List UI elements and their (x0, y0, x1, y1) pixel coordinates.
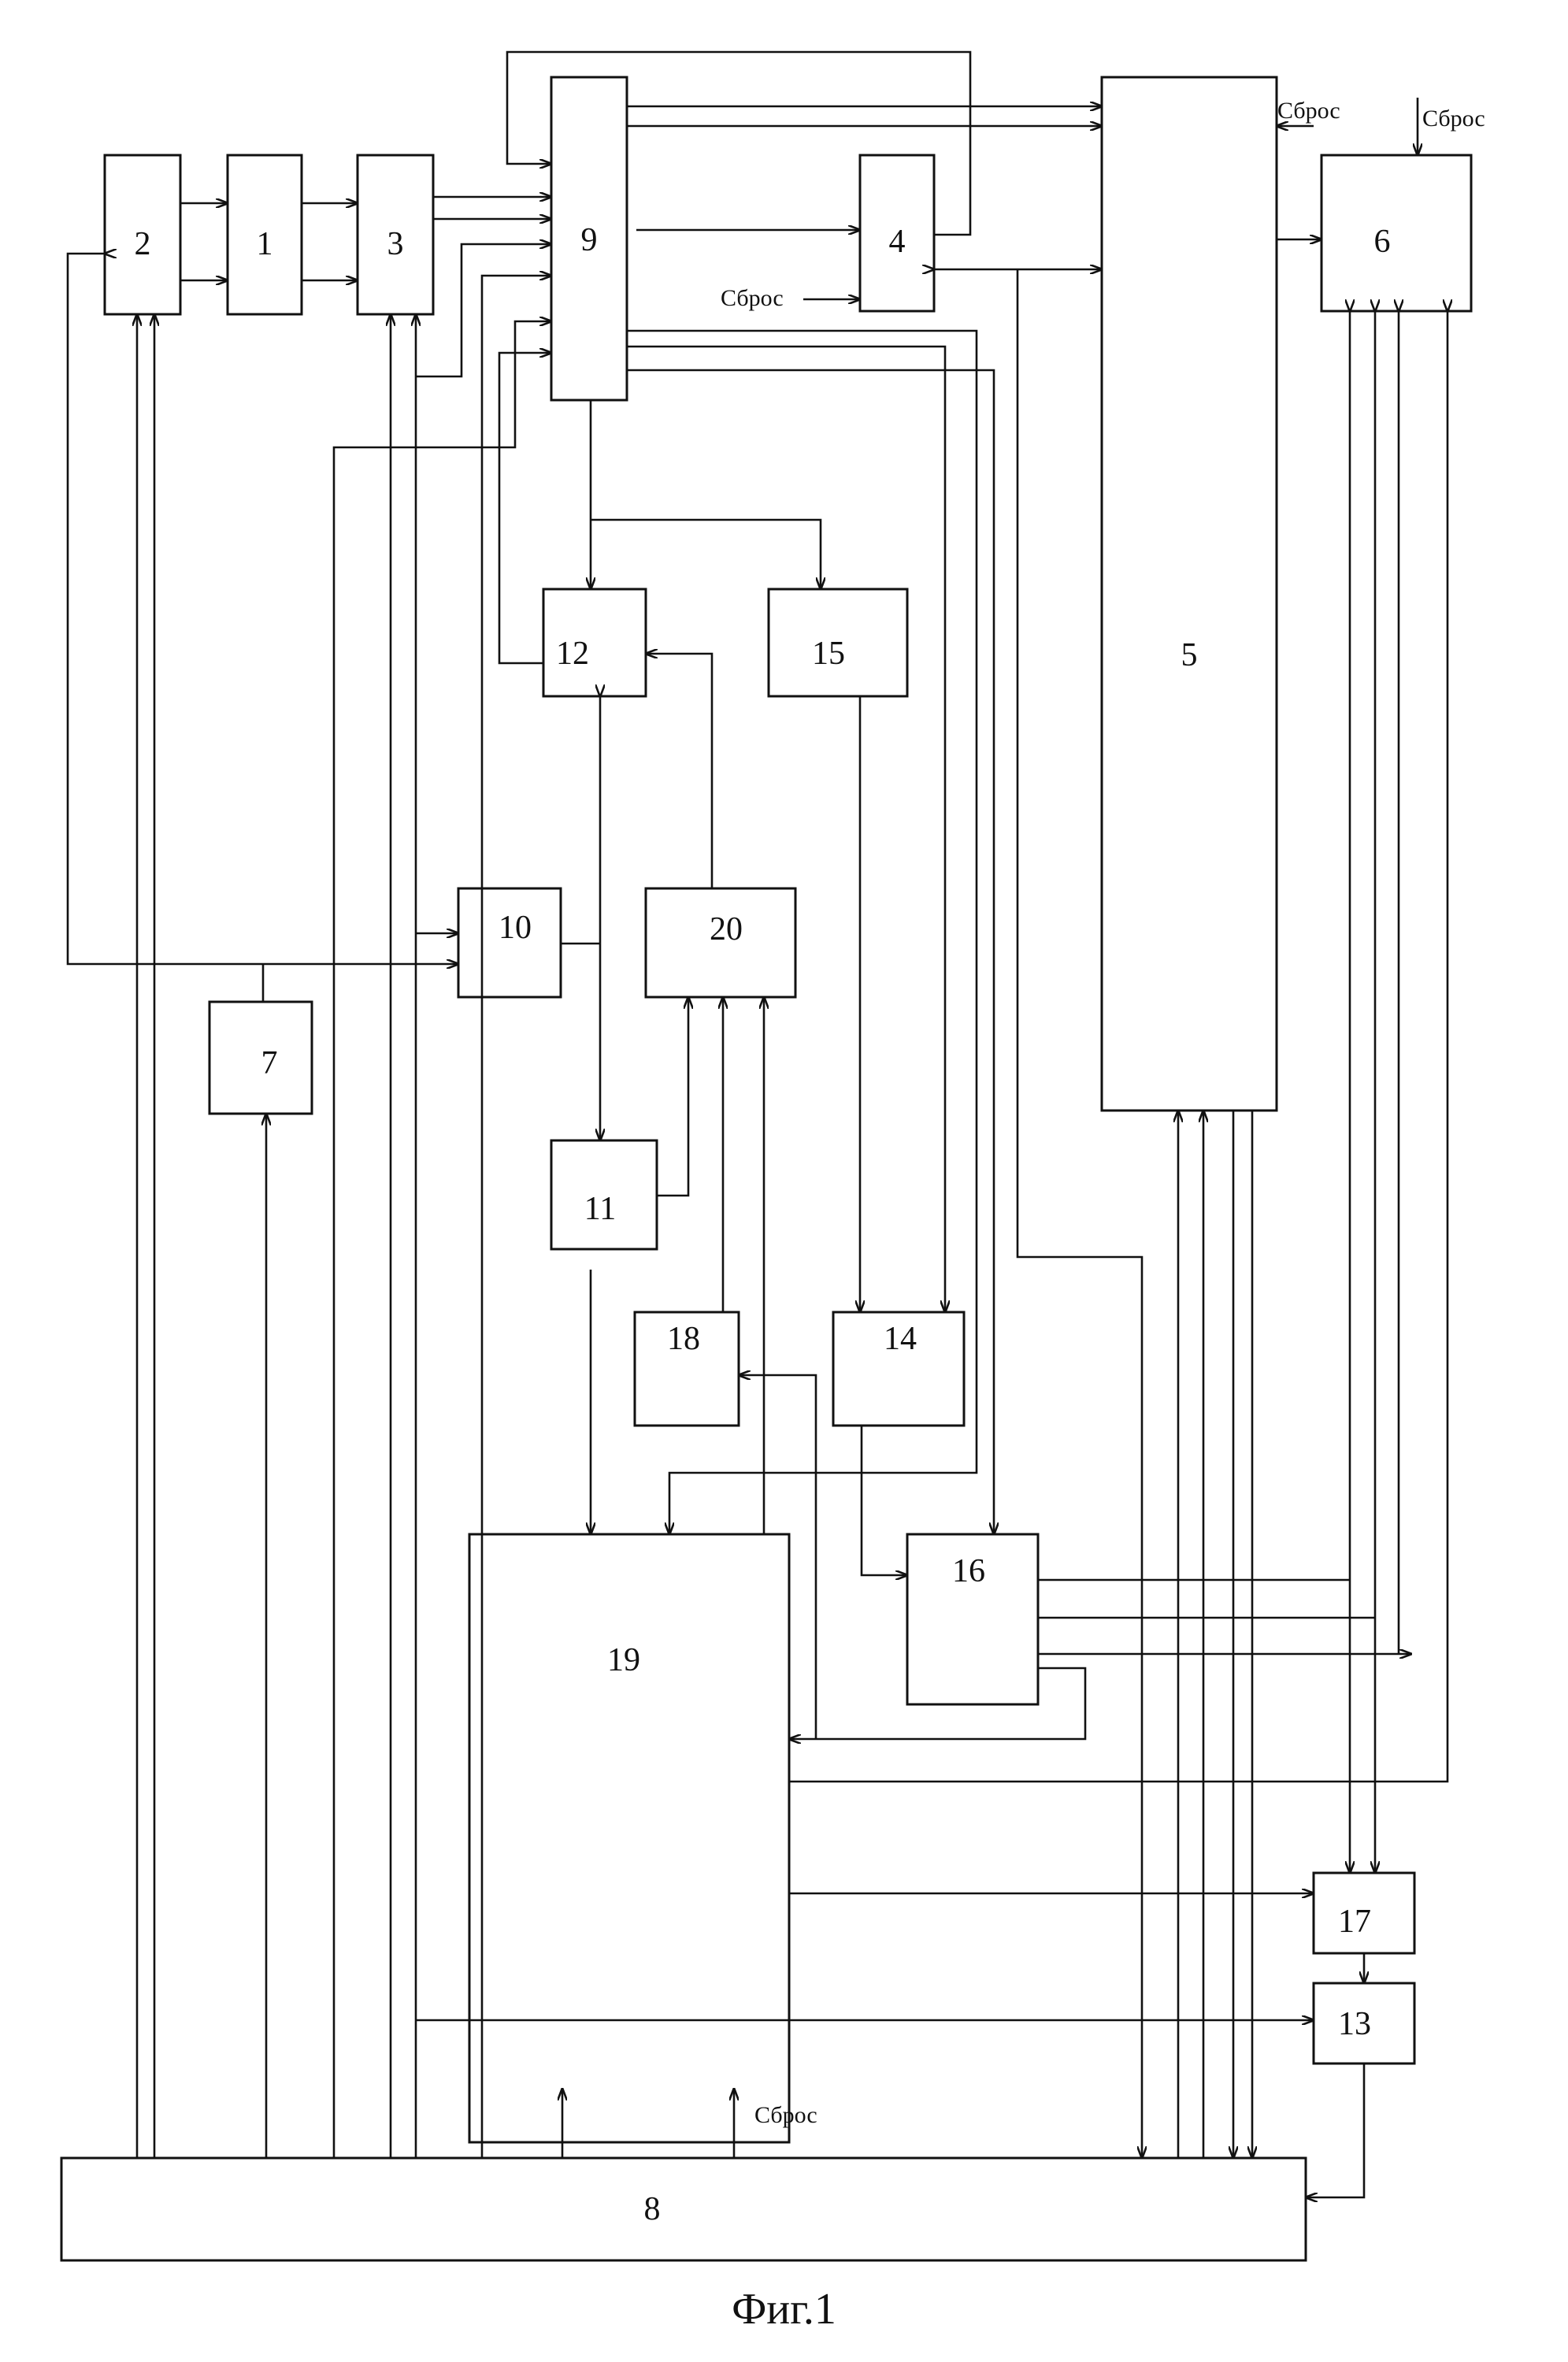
block-7-label: 7 (261, 1045, 278, 1081)
block-19-label: 19 (607, 1642, 640, 1678)
block-10-label: 10 (499, 910, 532, 946)
block-2: 2 (105, 155, 180, 314)
block-13-label: 13 (1338, 2006, 1371, 2042)
block-5: 5 (1102, 77, 1277, 1111)
block-7: 7 (209, 1002, 312, 1114)
block-8-label: 8 (644, 2191, 661, 2227)
block-5-label: 5 (1181, 637, 1198, 673)
reset-label-8: Сброс (754, 2102, 817, 2128)
block-3: 3 (358, 155, 433, 314)
block-6-label: 6 (1374, 224, 1391, 260)
figure-caption: Фиг.1 (0, 2284, 1568, 2334)
block-16-label: 16 (952, 1553, 985, 1589)
block-11-label: 11 (584, 1191, 616, 1227)
block-14: 14 (833, 1312, 964, 1426)
block-13: 13 (1314, 1983, 1414, 2064)
block-1-label: 1 (257, 226, 273, 262)
block-2-label: 2 (135, 226, 151, 262)
reset-label-6: Сброс (1422, 106, 1485, 132)
block-17: 17 (1314, 1873, 1414, 1953)
block-12: 12 (543, 589, 646, 696)
block-3-label: 3 (387, 226, 404, 262)
block-15: 15 (769, 589, 907, 696)
block-4: 4 (860, 155, 934, 311)
block-10: 10 (458, 888, 561, 997)
block-4-label: 4 (889, 224, 906, 260)
block-15-label: 15 (812, 636, 845, 672)
block-19: 19 (469, 1534, 789, 2142)
block-18-label: 18 (667, 1321, 700, 1357)
block-11: 11 (551, 1140, 657, 1249)
block-20-label: 20 (710, 911, 743, 947)
block-14-label: 14 (884, 1321, 917, 1357)
block-20: 20 (646, 888, 795, 997)
block-9: 9 (551, 77, 627, 400)
block-17-label: 17 (1338, 1904, 1371, 1940)
block-6: 6 (1321, 155, 1471, 311)
block-8: 8 (61, 2158, 1306, 2260)
block-1: 1 (228, 155, 302, 314)
reset-label-4: Сброс (721, 285, 784, 311)
block-12-label: 12 (556, 636, 589, 672)
reset-label-5: Сброс (1277, 98, 1340, 124)
block-16: 16 (907, 1534, 1038, 1704)
block-9-label: 9 (581, 222, 598, 258)
block-18: 18 (635, 1312, 739, 1426)
